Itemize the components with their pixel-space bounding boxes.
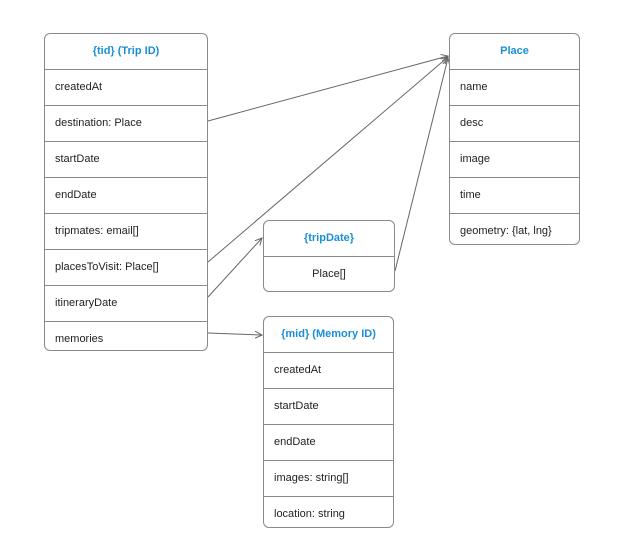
tripdate-entity: {tripDate} Place[] [263,220,395,292]
memory-entity-title: {mid} (Memory ID) [264,317,393,353]
trip-field-destination: destination: Place [45,106,207,142]
place-entity-title: Place [450,34,579,70]
trip-field-end-date: endDate [45,178,207,214]
place-field-desc: desc [450,106,579,142]
place-field-name: name [450,70,579,106]
memory-field-images: images: string[] [264,461,393,497]
connector-destination-to-place [207,56,448,122]
trip-entity-title: {tid} (Trip ID) [45,34,207,70]
trip-field-start-date: startDate [45,142,207,178]
trip-field-memories: memories [55,333,104,345]
trip-field-places-to-visit: placesToVisit: Place[] [45,250,207,286]
place-field-time: time [450,178,579,214]
memory-field-created-at: createdAt [264,353,393,389]
connector-itinerary-to-tripdate [207,238,262,298]
connector-places-to-visit-to-place [207,57,448,263]
trip-field-created-at: createdAt [45,70,207,106]
connector-memories-to-memory [207,333,262,335]
trip-field-tripmates: tripmates: email[] [45,214,207,250]
memory-field-start-date: startDate [264,389,393,425]
tripdate-entity-title: {tripDate} [264,221,394,257]
memory-entity: {mid} (Memory ID) createdAt startDate en… [263,316,394,528]
trip-field-itinerary-date: itineraryDate [45,286,207,322]
place-field-geometry: geometry: {lat, lng} [460,225,552,237]
connector-tripdate-to-place [394,58,448,272]
tripdate-field-places: Place[] [312,268,346,280]
place-entity: Place name desc image time geometry: {la… [449,33,580,245]
trip-entity: {tid} (Trip ID) createdAt destination: P… [44,33,208,351]
memory-field-end-date: endDate [264,425,393,461]
memory-field-location: location: string [274,508,345,520]
place-field-image: image [450,142,579,178]
